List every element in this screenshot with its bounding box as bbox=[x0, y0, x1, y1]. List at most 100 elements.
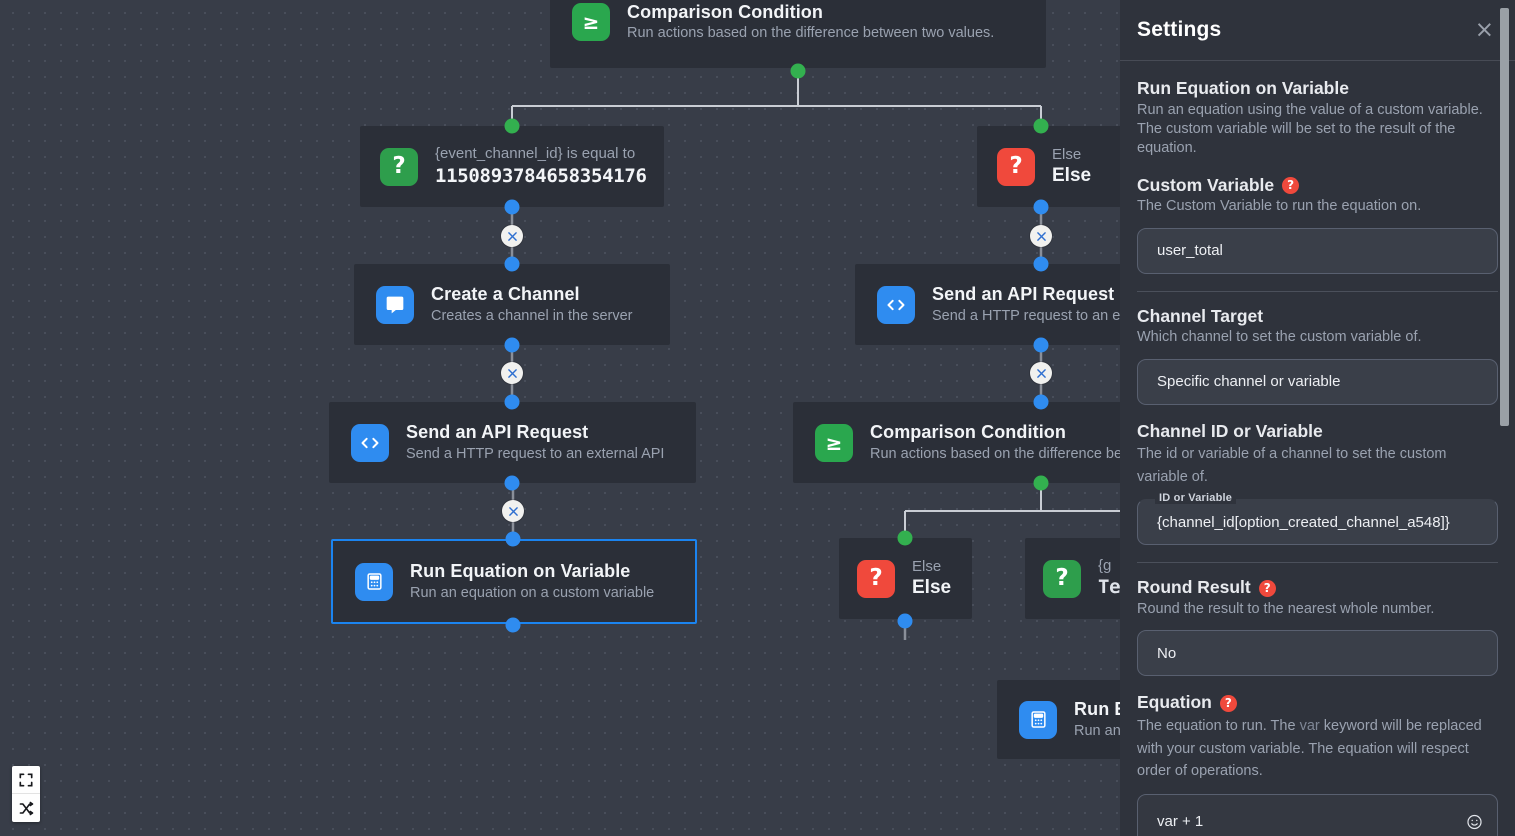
node-subtitle: Send a HTTP request to an external API bbox=[406, 445, 665, 462]
section-heading: Channel ID or Variable bbox=[1137, 420, 1323, 441]
node-title: Send an API Request bbox=[406, 422, 589, 443]
node-handle-target[interactable] bbox=[1033, 118, 1049, 134]
question-mark-icon: ? bbox=[380, 147, 418, 186]
node-condition-event-channel[interactable]: ? {event_channel_id} is equal to 1150893… bbox=[360, 126, 664, 207]
panel-scrollbar-track[interactable] bbox=[1500, 0, 1512, 836]
section-heading-label: Round Result bbox=[1137, 577, 1251, 598]
node-run-equation-selected[interactable]: Run Equation on Variable Run an equation… bbox=[331, 539, 697, 624]
section-heading-label: Equation bbox=[1137, 692, 1212, 713]
condition-value: Te bbox=[1098, 576, 1121, 599]
channel-id-input-wrap[interactable]: ID or Variable {channel_id[option_create… bbox=[1137, 492, 1498, 546]
node-subtitle: Run actions based on the difference betw… bbox=[870, 445, 1185, 462]
condition-value: 1150893784658354176 bbox=[435, 164, 647, 187]
auto-layout-button[interactable] bbox=[12, 794, 40, 822]
node-handle-source[interactable] bbox=[1033, 199, 1049, 215]
delete-edge-button[interactable] bbox=[501, 362, 523, 384]
node-comparison-condition-lower[interactable]: ≥ Comparison Condition Run actions based… bbox=[793, 402, 1185, 483]
emoji-picker-icon[interactable] bbox=[1466, 813, 1483, 830]
node-title: Create a Channel bbox=[431, 284, 580, 305]
node-handle-target[interactable] bbox=[504, 118, 520, 134]
help-icon[interactable]: ? bbox=[1258, 580, 1276, 598]
node-handle-target[interactable] bbox=[504, 256, 520, 272]
section-heading: Run Equation on Variable bbox=[1137, 78, 1349, 98]
node-subtitle: Run an bbox=[1074, 722, 1121, 739]
node-subtitle: Run an equation on a custom variable bbox=[410, 584, 655, 601]
settings-header: Settings × bbox=[1120, 0, 1515, 61]
section-description: The equation to run. The var keyword wil… bbox=[1137, 715, 1498, 782]
fit-view-button[interactable] bbox=[12, 766, 40, 794]
condition-expression: {g bbox=[1098, 557, 1112, 575]
node-title: Comparison Condition bbox=[870, 422, 1066, 443]
condition-value: Else bbox=[1052, 164, 1092, 186]
node-handle-source[interactable] bbox=[504, 199, 520, 215]
description-part-1: The equation to run. The bbox=[1137, 718, 1300, 735]
node-title: Run Equation on Variable bbox=[410, 561, 631, 582]
node-send-api-request-left[interactable]: Send an API Request Send a HTTP request … bbox=[329, 402, 696, 483]
node-title: Run E bbox=[1074, 699, 1127, 720]
delete-edge-button[interactable] bbox=[1030, 362, 1052, 384]
section-channel-target: Channel Target Which channel to set the … bbox=[1137, 305, 1498, 405]
section-equation: Equation ? The equation to run. The var … bbox=[1137, 691, 1498, 836]
field-legend: ID or Variable bbox=[1155, 492, 1237, 505]
question-mark-icon: ? bbox=[997, 147, 1035, 186]
node-title: Send an API Request bbox=[932, 284, 1115, 305]
question-mark-icon: ? bbox=[857, 559, 895, 598]
description-part-2: keyword will be replaced with your custo… bbox=[1137, 718, 1482, 780]
node-else-lower[interactable]: ? Else Else bbox=[839, 538, 972, 619]
panel-scrollbar-thumb[interactable] bbox=[1500, 8, 1509, 426]
round-result-select[interactable]: No bbox=[1137, 630, 1498, 677]
node-handle-source[interactable] bbox=[897, 613, 913, 629]
node-handle-source[interactable] bbox=[504, 337, 520, 353]
node-else-top-right[interactable]: ? Else Else bbox=[977, 126, 1135, 207]
custom-variable-input[interactable]: user_total bbox=[1137, 227, 1498, 274]
settings-panel: Settings × Run Equation on Variable Run … bbox=[1120, 0, 1515, 836]
section-description: Run an equation using the value of a cus… bbox=[1137, 101, 1483, 157]
node-subtitle: Run actions based on the difference betw… bbox=[627, 25, 995, 42]
section-description: The id or variable of a channel to set t… bbox=[1137, 446, 1447, 485]
section-round-result: Round Result ? Round the result to the n… bbox=[1137, 576, 1498, 677]
node-handle-target[interactable] bbox=[505, 531, 521, 547]
canvas-controls[interactable] bbox=[12, 766, 40, 822]
code-brackets-icon bbox=[351, 423, 389, 462]
node-handle-target[interactable] bbox=[897, 530, 913, 546]
channel-id-input-value: {channel_id[option_created_channel_a548]… bbox=[1157, 513, 1450, 531]
node-handle-source[interactable] bbox=[505, 617, 521, 633]
node-create-a-channel[interactable]: Create a Channel Creates a channel in th… bbox=[354, 264, 670, 345]
node-handle-source[interactable] bbox=[504, 475, 520, 491]
divider bbox=[1137, 562, 1498, 564]
condition-expression: {event_channel_id} is equal to bbox=[435, 144, 636, 162]
question-mark-icon: ? bbox=[1043, 559, 1081, 598]
delete-edge-button[interactable] bbox=[501, 225, 523, 247]
close-icon[interactable]: × bbox=[1474, 16, 1494, 43]
section-description: Round the result to the nearest whole nu… bbox=[1137, 601, 1435, 618]
node-handle-source[interactable] bbox=[1033, 475, 1049, 491]
node-handle-target[interactable] bbox=[1033, 394, 1049, 410]
node-handle-source[interactable] bbox=[1033, 337, 1049, 353]
channel-target-select[interactable]: Specific channel or variable bbox=[1137, 358, 1498, 405]
condition-expression: Else bbox=[912, 557, 942, 575]
condition-value: Else bbox=[912, 576, 952, 598]
node-comparison-condition-top[interactable]: ≥ Comparison Condition Run actions based… bbox=[550, 0, 1046, 68]
node-subtitle: Creates a channel in the server bbox=[431, 307, 633, 324]
calculator-icon bbox=[1019, 700, 1057, 739]
settings-body[interactable]: Run Equation on Variable Run an equation… bbox=[1120, 61, 1515, 836]
node-handle-source[interactable] bbox=[790, 63, 806, 79]
description-keyword: var bbox=[1299, 718, 1320, 735]
equation-input[interactable]: var + 1 bbox=[1137, 793, 1498, 836]
section-heading: Channel Target bbox=[1137, 305, 1264, 326]
node-handle-target[interactable] bbox=[1033, 256, 1049, 272]
chat-bubble-icon bbox=[376, 285, 414, 324]
help-icon[interactable]: ? bbox=[1282, 177, 1300, 195]
section-run-equation-on-variable: Run Equation on Variable Run an equation… bbox=[1137, 77, 1498, 159]
code-brackets-icon bbox=[877, 285, 915, 324]
node-handle-target[interactable] bbox=[504, 394, 520, 410]
help-icon[interactable]: ? bbox=[1219, 695, 1237, 713]
condition-expression: Else bbox=[1052, 145, 1082, 163]
delete-edge-button[interactable] bbox=[502, 500, 524, 522]
delete-edge-button[interactable] bbox=[1030, 225, 1052, 247]
divider bbox=[1137, 290, 1498, 292]
node-title: Comparison Condition bbox=[627, 1, 823, 22]
equation-input-value: var + 1 bbox=[1157, 813, 1204, 831]
section-custom-variable: Custom Variable ? The Custom Variable to… bbox=[1137, 174, 1498, 274]
section-channel-id-or-variable: Channel ID or Variable The id or variabl… bbox=[1137, 420, 1498, 546]
